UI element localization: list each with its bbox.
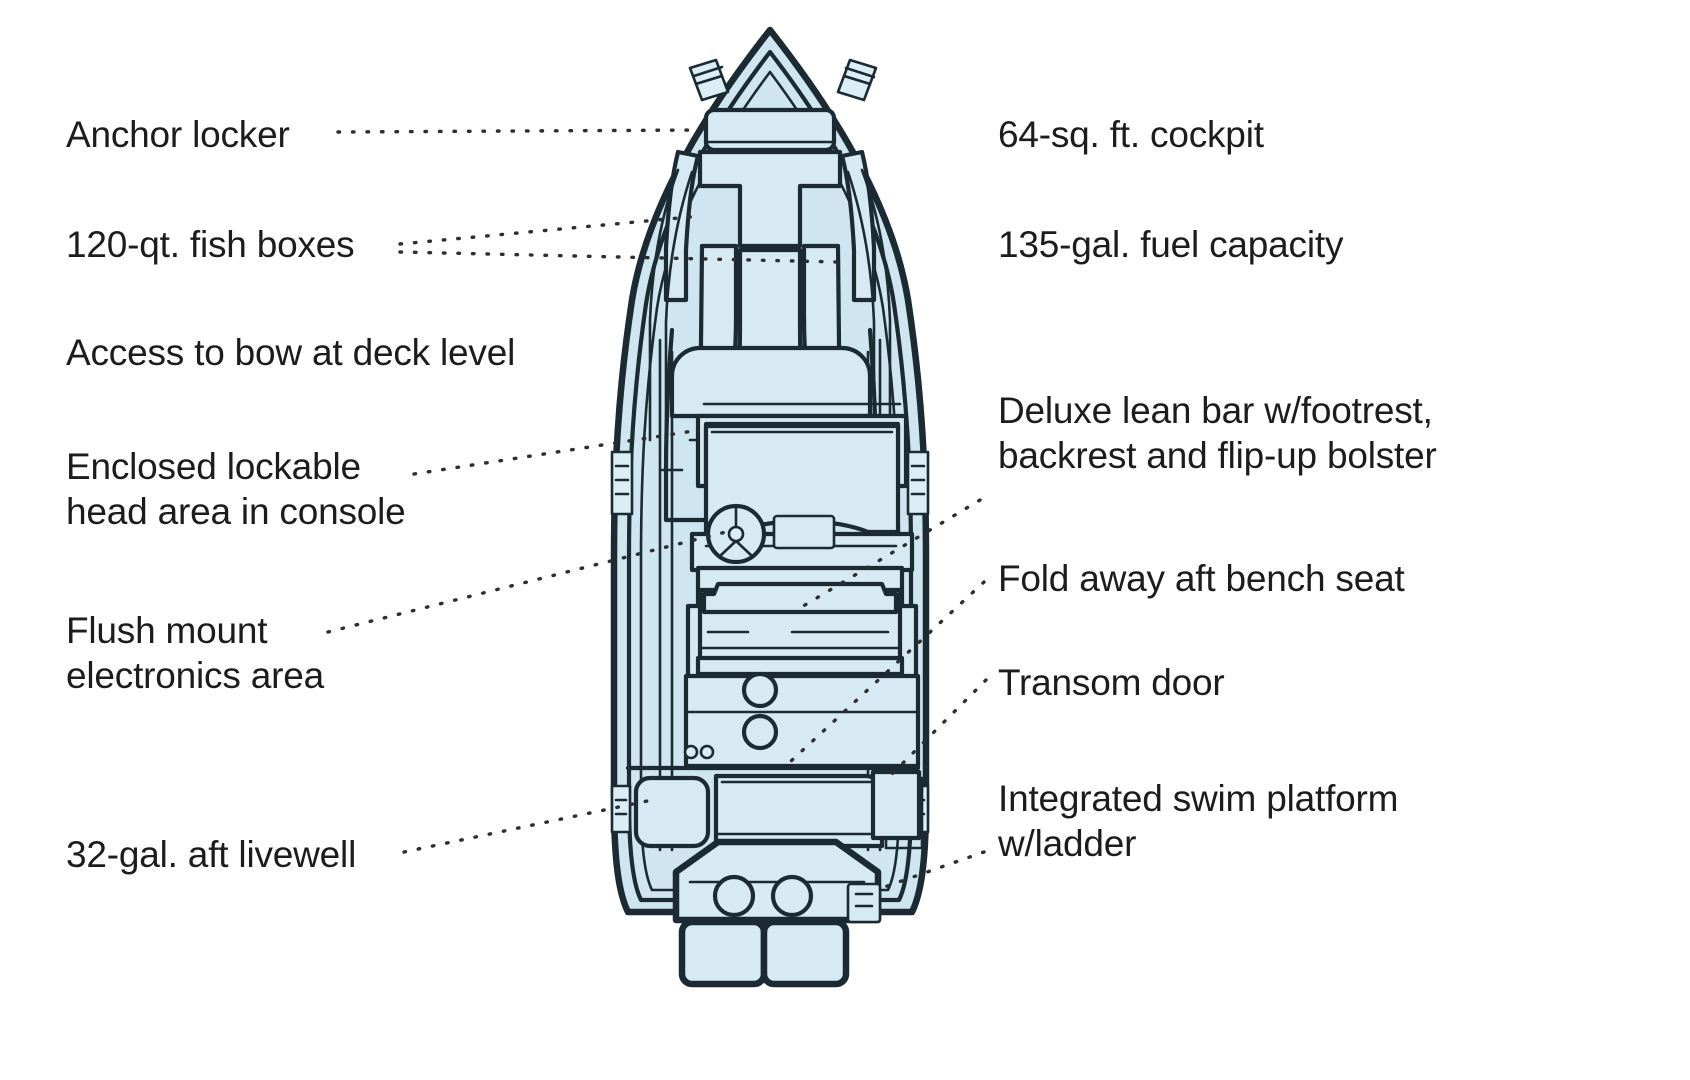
gunwale-cleat [610, 450, 930, 834]
leader-electronics-area [326, 528, 736, 634]
callout-aft-bench-seat: Fold away aft bench seat [998, 558, 1405, 599]
twin-outboard-motors [678, 918, 850, 988]
aft-livewell [633, 775, 711, 849]
lean-bar-seat [695, 581, 905, 677]
transom-door [870, 769, 922, 841]
leader-aft-livewell [402, 798, 654, 854]
callout-head-area: Enclosed lockable head area in console [66, 446, 406, 533]
bow-seating [648, 149, 892, 446]
bow-cleat [688, 58, 878, 102]
callout-fish-boxes: 120-qt. fish boxes [66, 224, 355, 265]
callout-bow-access: Access to bow at deck level [66, 332, 516, 373]
leader-fish-boxes-2 [398, 250, 840, 264]
callout-lean-bar: Deluxe lean bar w/footrest, backrest and… [998, 390, 1437, 477]
callout-fuel-capacity: 135-gal. fuel capacity [998, 224, 1344, 265]
swim-platform [672, 838, 882, 924]
leader-head-area [412, 428, 702, 476]
leader-anchor-locker [336, 128, 702, 134]
leader-lines [326, 128, 988, 892]
leader-swim-platform [874, 850, 986, 892]
callout-electronics-area: Flush mount electronics area [66, 610, 324, 697]
callout-anchor-locker: Anchor locker [66, 114, 290, 155]
aft-bench-seat [713, 773, 885, 849]
leader-aft-bench-seat [788, 580, 986, 764]
callout-cockpit: 64-sq. ft. cockpit [998, 114, 1264, 155]
callout-transom-door: Transom door [998, 662, 1225, 703]
callout-aft-livewell: 32-gal. aft livewell [66, 834, 357, 875]
steering-wheel [705, 503, 836, 565]
callout-swim-platform: Integrated swim platform w/ladder [998, 778, 1399, 865]
anchor-locker-hatch [703, 107, 837, 153]
leader-lean-bar [798, 498, 982, 610]
